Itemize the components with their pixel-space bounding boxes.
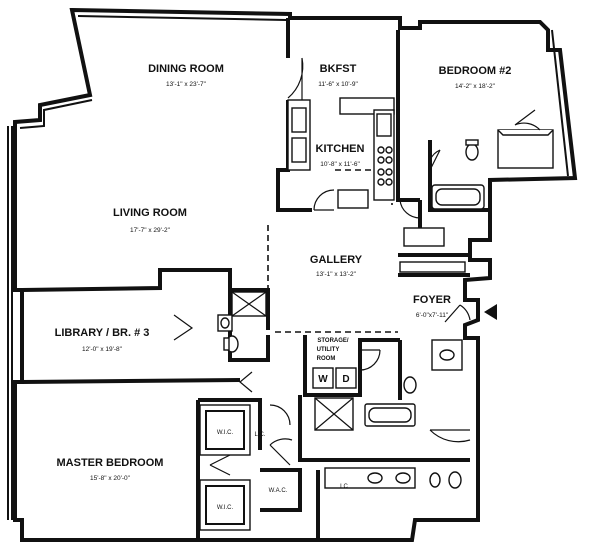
bkfst-dim: 11'-6" x 10'-9" [318, 81, 358, 88]
laundry: W D [312, 367, 357, 389]
room-labels: DINING ROOM 13'-1" x 23'-7" BKFST 11'-6"… [55, 63, 512, 511]
walk-in-closets [199, 404, 251, 531]
washer [312, 367, 334, 389]
living-room-dim: 17'-7" x 29'-2" [130, 227, 171, 234]
kitchen-counters [287, 97, 395, 209]
foyer-name: FOYER [413, 294, 451, 306]
dryer [335, 367, 357, 389]
master-bath [314, 339, 463, 489]
foyer-dim: 6'-0"x7'-11" [416, 312, 449, 319]
bkfst-name: BKFST [320, 63, 357, 75]
door-swings [173, 57, 541, 476]
storage-line3: ROOM [317, 356, 336, 362]
bedroom2-bath [399, 129, 554, 273]
exterior-walls [7, 7, 578, 542]
library-dim: 12'-0" x 19'-8" [82, 346, 123, 353]
library-bath [217, 291, 267, 353]
master-bedroom-dim: 15'-8" x 20'-0" [90, 475, 131, 482]
gallery-dim: 13'-1" x 13'-2" [316, 271, 357, 278]
interior-walls [21, 18, 490, 540]
storage-line2: UTILITY [317, 347, 340, 353]
gallery-name: GALLERY [310, 254, 363, 266]
kitchen-name: KITCHEN [316, 143, 365, 155]
kitchen-dim: 10'-8" x 11'-6" [320, 161, 360, 168]
lc-label-1: L.C. [254, 432, 265, 438]
living-room-name: LIVING ROOM [113, 207, 187, 219]
bedroom2-name: BEDROOM #2 [439, 65, 512, 77]
bedroom2-dim: 14'-2" x 18'-2" [455, 83, 496, 90]
wic-upper-label: W.I.C. [217, 430, 234, 436]
dining-room-name: DINING ROOM [148, 63, 224, 75]
lc-label-2: LC [340, 484, 348, 490]
entry-arrow-icon [484, 304, 497, 320]
library-name: LIBRARY / BR. # 3 [55, 327, 150, 339]
wac-label: W.A.C. [269, 488, 288, 494]
wic-upper [199, 404, 251, 456]
washer-label: W [318, 374, 328, 385]
storage-line1: STORAGE/ [317, 338, 349, 344]
master-bedroom-name: MASTER BEDROOM [57, 457, 164, 469]
dining-room-dim: 13'-1" x 23'-7" [166, 81, 207, 88]
wic-lower [199, 479, 251, 531]
wic-lower-label: W.I.C. [217, 505, 234, 511]
dryer-label: D [342, 374, 349, 385]
